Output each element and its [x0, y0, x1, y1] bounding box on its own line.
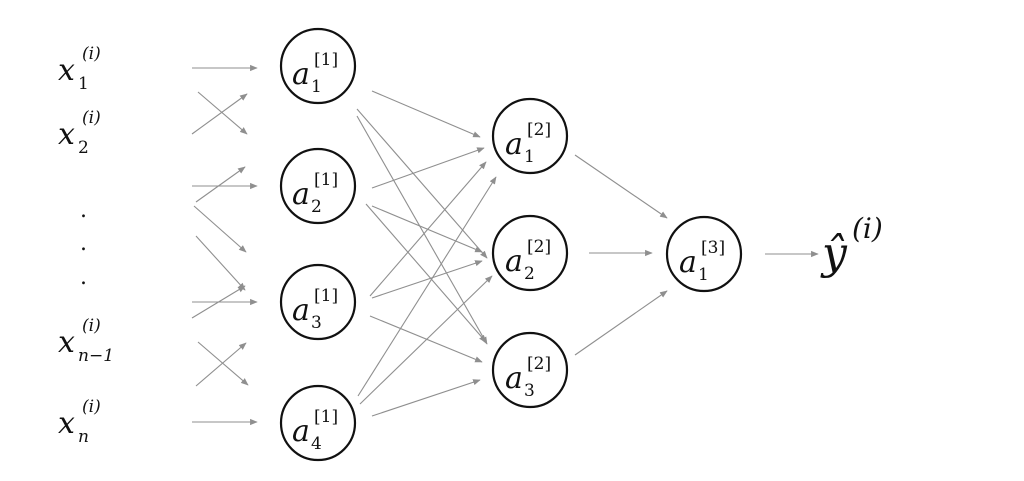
neuron-base: a — [292, 414, 310, 449]
input-xn-1: x (i) n−1 — [58, 316, 114, 366]
connection-arrow — [359, 275, 493, 405]
connection-arrow — [191, 93, 248, 135]
neuron-circle — [279, 263, 357, 341]
neuron-circle — [665, 215, 743, 293]
connection-arrow — [195, 166, 246, 203]
connection-arrow — [371, 205, 483, 253]
neuron-sub: 3 — [311, 313, 322, 333]
connection-arrow — [371, 90, 481, 138]
output-sup: (i) — [852, 212, 883, 245]
neuron-base: a — [292, 177, 310, 212]
ellipsis-dot: . — [80, 198, 87, 223]
neuron-circle — [279, 384, 357, 462]
neuron-circle — [491, 97, 569, 175]
input-xn: x (i) n — [58, 397, 101, 447]
connection-arrow — [357, 176, 497, 397]
neuron-sup: [2] — [527, 120, 551, 140]
neuron-sup: [3] — [701, 238, 725, 258]
input-sub: 2 — [78, 138, 89, 158]
layer1-node-4: a [1] 4 — [279, 384, 357, 462]
input-base: x — [58, 406, 75, 441]
neuron-base: a — [679, 245, 697, 280]
layer2-node-3: a [2] 3 — [491, 331, 569, 409]
connection-arrow — [371, 260, 483, 299]
layer3-node-1: a [3] 1 — [665, 215, 743, 293]
connection-arrow — [195, 342, 247, 387]
neuron-sub: 4 — [311, 434, 322, 454]
layer2-node-2: a [2] 2 — [491, 214, 569, 292]
neuron-base: a — [292, 293, 310, 328]
output-y-hat: ŷ (i) — [820, 212, 883, 279]
input-base: x — [58, 325, 75, 360]
connection-arrow — [193, 205, 247, 253]
connection-arrow — [369, 315, 483, 363]
connection-arrow — [371, 147, 485, 189]
neuron-sup: [2] — [527, 237, 551, 257]
neuron-base: a — [292, 57, 310, 92]
neuron-sup: [1] — [314, 286, 338, 306]
neuron-circle — [279, 27, 357, 105]
input-sup: (i) — [82, 44, 101, 64]
connection-arrow — [371, 379, 481, 417]
input-sub: n−1 — [78, 346, 114, 366]
layer2-node-1: a [2] 1 — [491, 97, 569, 175]
neuron-sub: 3 — [524, 381, 535, 401]
layer1-node-1: a [1] 1 — [279, 27, 357, 105]
neuron-sup: [1] — [314, 407, 338, 427]
connection-arrow — [574, 290, 668, 356]
input-base: x — [58, 117, 75, 152]
input-sub: 1 — [78, 74, 89, 94]
input-sub: n — [78, 427, 89, 447]
output-base: ŷ — [820, 228, 848, 279]
connection-arrow — [365, 203, 487, 343]
input-x1: x (i) 1 — [58, 44, 101, 94]
layer1-node-2: a [1] 2 — [279, 147, 357, 225]
connection-arrow — [195, 235, 246, 291]
neuron-sup: [1] — [314, 170, 338, 190]
connection-arrow — [574, 154, 668, 219]
input-sup: (i) — [82, 397, 101, 417]
neuron-base: a — [505, 244, 523, 279]
input-ellipsis: . . . — [80, 198, 87, 290]
input-x2: x (i) 2 — [58, 108, 101, 158]
connections — [191, 64, 819, 426]
connection-arrow — [197, 91, 248, 135]
input-base: x — [58, 53, 75, 88]
connection-arrow — [356, 108, 488, 259]
connection-arrow — [356, 115, 488, 345]
neuron-sub: 1 — [698, 265, 709, 285]
neuron-circle — [491, 214, 569, 292]
input-sup: (i) — [82, 108, 101, 128]
connection-arrow — [369, 161, 487, 297]
neuron-sub: 1 — [311, 77, 322, 97]
neuron-circle — [491, 331, 569, 409]
input-sup: (i) — [82, 316, 101, 336]
neuron-sup: [2] — [527, 354, 551, 374]
ellipsis-dot: . — [80, 265, 87, 290]
neuron-circle — [279, 147, 357, 225]
neuron-sub: 1 — [524, 147, 535, 167]
neuron-sub: 2 — [311, 197, 322, 217]
layer1-node-3: a [1] 3 — [279, 263, 357, 341]
ellipsis-dot: . — [80, 231, 87, 256]
neuron-sup: [1] — [314, 50, 338, 70]
neuron-base: a — [505, 361, 523, 396]
neuron-sub: 2 — [524, 264, 535, 284]
neuron-base: a — [505, 127, 523, 162]
